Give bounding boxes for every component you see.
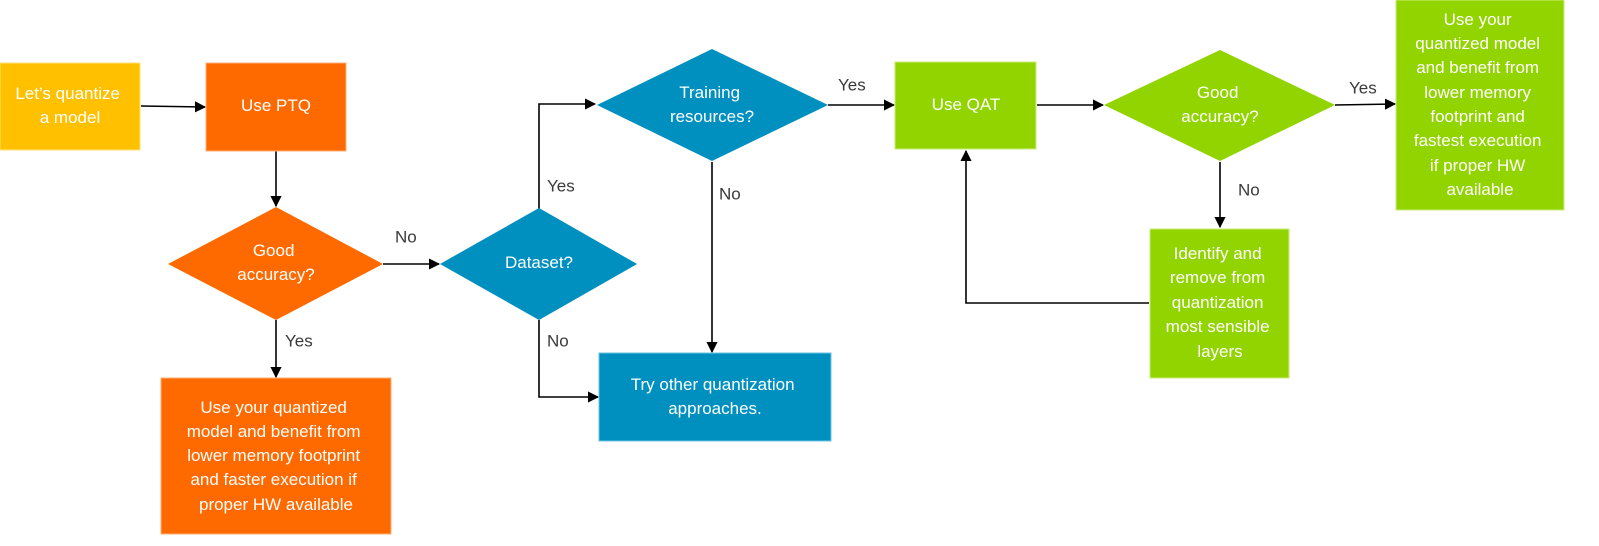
node-dataset: Dataset? <box>440 208 637 320</box>
node-start: Let’s quantize a model <box>0 62 141 151</box>
edge-labels: Yes No Yes No Yes No Yes No <box>285 75 1377 350</box>
edge-label-qat-no: No <box>1238 180 1260 199</box>
dataset-diamond <box>440 208 637 320</box>
edge-label-dataset-no: No <box>547 331 569 350</box>
use-ptq-box <box>205 62 347 152</box>
qat-result-label: Use your quantized model and benefit fro… <box>1414 10 1546 199</box>
edge-label-dataset-yes: Yes <box>547 176 575 195</box>
edge-label-qat-yes: Yes <box>1349 78 1377 97</box>
start-box <box>0 62 141 151</box>
edge-label-training-no: No <box>719 184 741 203</box>
ptq-result-label: Use your quantized model and benefit fro… <box>187 398 366 514</box>
node-ptq-accuracy: Good accuracy? <box>168 207 383 320</box>
other-approaches-label: Try other quantization approaches. <box>631 375 800 418</box>
use-ptq-label: Use PTQ <box>241 96 311 115</box>
ptq-accuracy-label: Good accuracy? <box>237 241 314 284</box>
start-label: Let’s quantize a model <box>15 84 124 127</box>
edge-qat-accuracy-yes-to-result <box>1334 98 1397 110</box>
use-qat-label: Use QAT <box>932 95 1001 114</box>
edge-label-ptq-yes: Yes <box>285 331 313 350</box>
edge-start-to-ptq <box>140 101 207 113</box>
identify-layers-box <box>1149 228 1290 379</box>
edge-identify-to-qat <box>960 149 1149 304</box>
node-identify-layers: Identify and remove from quantization mo… <box>1149 228 1290 379</box>
node-other-approaches: Try other quantization approaches. <box>598 352 832 442</box>
node-use-qat: Use QAT <box>894 61 1037 150</box>
identify-layers-label: Identify and remove from quantization mo… <box>1166 244 1275 361</box>
use-qat-box <box>894 61 1037 150</box>
edge-dataset-yes-to-training <box>538 98 597 210</box>
node-qat-result: Use your quantized model and benefit fro… <box>1395 0 1565 211</box>
ptq-accuracy-diamond <box>168 207 383 320</box>
qat-accuracy-label: Good accuracy? <box>1181 83 1258 126</box>
node-ptq-result: Use your quantized model and benefit fro… <box>160 377 392 535</box>
qat-accuracy-diamond <box>1104 50 1335 161</box>
ptq-result-box <box>160 377 392 535</box>
edge-label-ptq-no: No <box>395 227 417 246</box>
node-use-ptq: Use PTQ <box>205 62 347 152</box>
other-approaches-box <box>598 352 832 442</box>
edge-dataset-no-to-other <box>538 320 600 403</box>
training-label: Training resources? <box>670 83 754 126</box>
qat-result-box <box>1395 0 1565 211</box>
edges <box>140 98 1397 403</box>
training-diamond <box>597 49 828 161</box>
dataset-label: Dataset? <box>505 253 573 272</box>
edge-label-training-yes: Yes <box>838 75 866 94</box>
node-qat-accuracy: Good accuracy? <box>1104 50 1335 161</box>
node-training: Training resources? <box>597 49 828 161</box>
